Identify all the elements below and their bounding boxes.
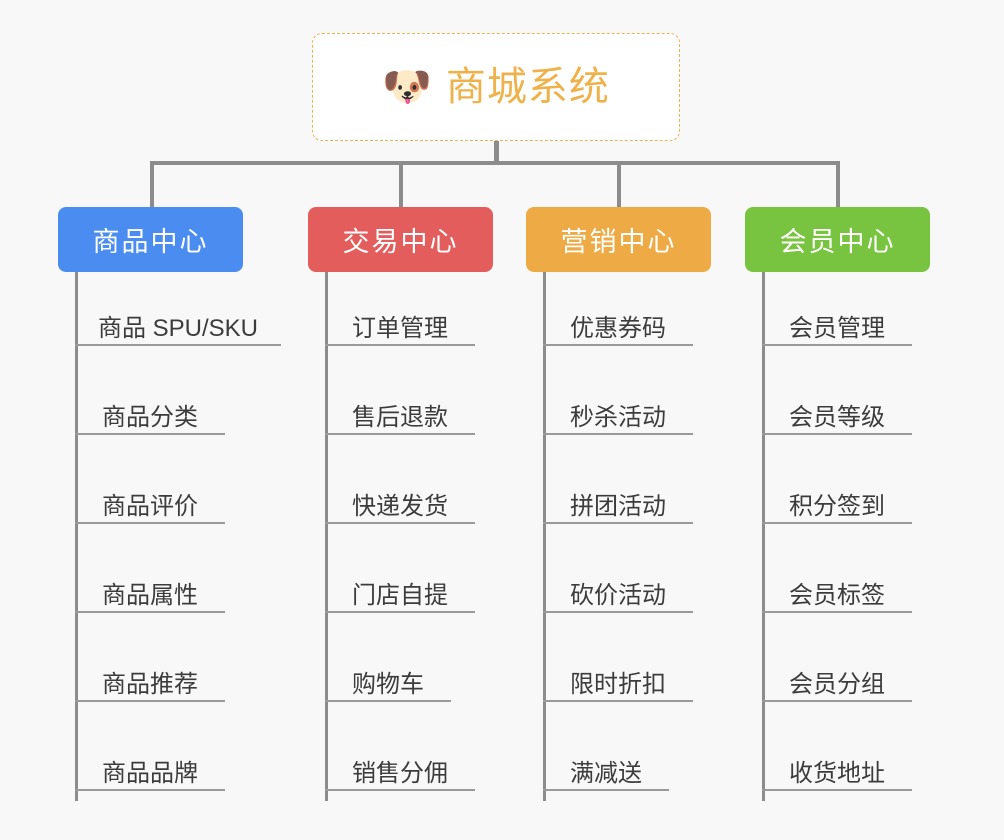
leaf-item[interactable]: 商品属性 bbox=[75, 569, 225, 613]
leaf-item[interactable]: 售后退款 bbox=[325, 391, 475, 435]
leaf-item[interactable]: 门店自提 bbox=[325, 569, 475, 613]
column-trunk bbox=[762, 272, 765, 801]
leaf-item[interactable]: 会员管理 bbox=[762, 302, 912, 346]
leaf-label: 秒杀活动 bbox=[570, 403, 666, 431]
category-title: 商品中心 bbox=[92, 227, 209, 257]
leaf-item[interactable]: 销售分佣 bbox=[325, 747, 475, 791]
leaf-label: 会员等级 bbox=[789, 403, 885, 431]
leaf-item[interactable]: 满减送 bbox=[543, 747, 669, 791]
category-title: 营销中心 bbox=[560, 227, 677, 257]
leaf-label: 购物车 bbox=[352, 670, 424, 698]
root-title: 商城系统 bbox=[445, 65, 610, 109]
leaf-item[interactable]: 商品品牌 bbox=[75, 747, 225, 791]
category-header-product-center[interactable]: 商品中心 bbox=[58, 207, 243, 272]
column-trunk bbox=[325, 272, 328, 801]
root-node[interactable]: 🐶 商城系统 bbox=[312, 33, 680, 141]
leaf-item[interactable]: 收货地址 bbox=[762, 747, 912, 791]
column-trunk bbox=[75, 272, 78, 801]
leaf-label: 订单管理 bbox=[352, 314, 448, 342]
category-header-member-center[interactable]: 会员中心 bbox=[745, 207, 930, 272]
leaf-item[interactable]: 砍价活动 bbox=[543, 569, 693, 613]
connector-horizontal-bus bbox=[150, 161, 840, 165]
connector-branch-4 bbox=[836, 161, 840, 209]
connector-branch-2 bbox=[399, 161, 403, 209]
leaf-label: 会员标签 bbox=[789, 581, 885, 609]
leaf-item[interactable]: 商品评价 bbox=[75, 480, 225, 524]
leaf-item[interactable]: 优惠券码 bbox=[543, 302, 693, 346]
category-title: 会员中心 bbox=[779, 227, 896, 257]
leaf-label: 拼团活动 bbox=[570, 492, 666, 520]
leaf-item[interactable]: 秒杀活动 bbox=[543, 391, 693, 435]
leaf-label: 收货地址 bbox=[789, 759, 885, 787]
leaf-label: 商品属性 bbox=[102, 581, 198, 609]
leaf-item[interactable]: 会员等级 bbox=[762, 391, 912, 435]
leaf-label: 门店自提 bbox=[352, 581, 448, 609]
leaf-item[interactable]: 限时折扣 bbox=[543, 658, 693, 702]
leaf-label: 快递发货 bbox=[352, 492, 448, 520]
leaf-item[interactable]: 会员分组 bbox=[762, 658, 912, 702]
column-trunk bbox=[543, 272, 546, 801]
leaf-label: 会员管理 bbox=[789, 314, 885, 342]
leaf-label: 商品分类 bbox=[102, 403, 198, 431]
leaf-item[interactable]: 购物车 bbox=[325, 658, 451, 702]
leaf-item[interactable]: 订单管理 bbox=[325, 302, 475, 346]
leaf-label: 会员分组 bbox=[789, 670, 885, 698]
leaf-label: 优惠券码 bbox=[570, 314, 666, 342]
leaf-item[interactable]: 快递发货 bbox=[325, 480, 475, 524]
leaf-item[interactable]: 会员标签 bbox=[762, 569, 912, 613]
leaf-label: 商品品牌 bbox=[102, 759, 198, 787]
leaf-item[interactable]: 商品分类 bbox=[75, 391, 225, 435]
leaf-label: 商品推荐 bbox=[102, 670, 198, 698]
leaf-label: 售后退款 bbox=[352, 403, 448, 431]
leaf-item[interactable]: 拼团活动 bbox=[543, 480, 693, 524]
category-header-trade-center[interactable]: 交易中心 bbox=[308, 207, 493, 272]
leaf-label: 限时折扣 bbox=[570, 670, 666, 698]
category-header-marketing-center[interactable]: 营销中心 bbox=[526, 207, 711, 272]
connector-branch-1 bbox=[150, 161, 154, 209]
shiba-dog-face-icon: 🐶 bbox=[382, 65, 432, 109]
leaf-label: 商品 SPU/SKU bbox=[97, 314, 259, 342]
leaf-item[interactable]: 商品 SPU/SKU bbox=[75, 302, 281, 346]
connector-root-stem bbox=[494, 141, 499, 164]
connector-branch-3 bbox=[617, 161, 621, 209]
leaf-label: 销售分佣 bbox=[352, 759, 448, 787]
leaf-item[interactable]: 商品推荐 bbox=[75, 658, 225, 702]
category-title: 交易中心 bbox=[342, 227, 459, 257]
leaf-label: 砍价活动 bbox=[570, 581, 666, 609]
leaf-label: 积分签到 bbox=[789, 492, 885, 520]
leaf-item[interactable]: 积分签到 bbox=[762, 480, 912, 524]
leaf-label: 满减送 bbox=[570, 759, 642, 787]
leaf-label: 商品评价 bbox=[102, 492, 198, 520]
